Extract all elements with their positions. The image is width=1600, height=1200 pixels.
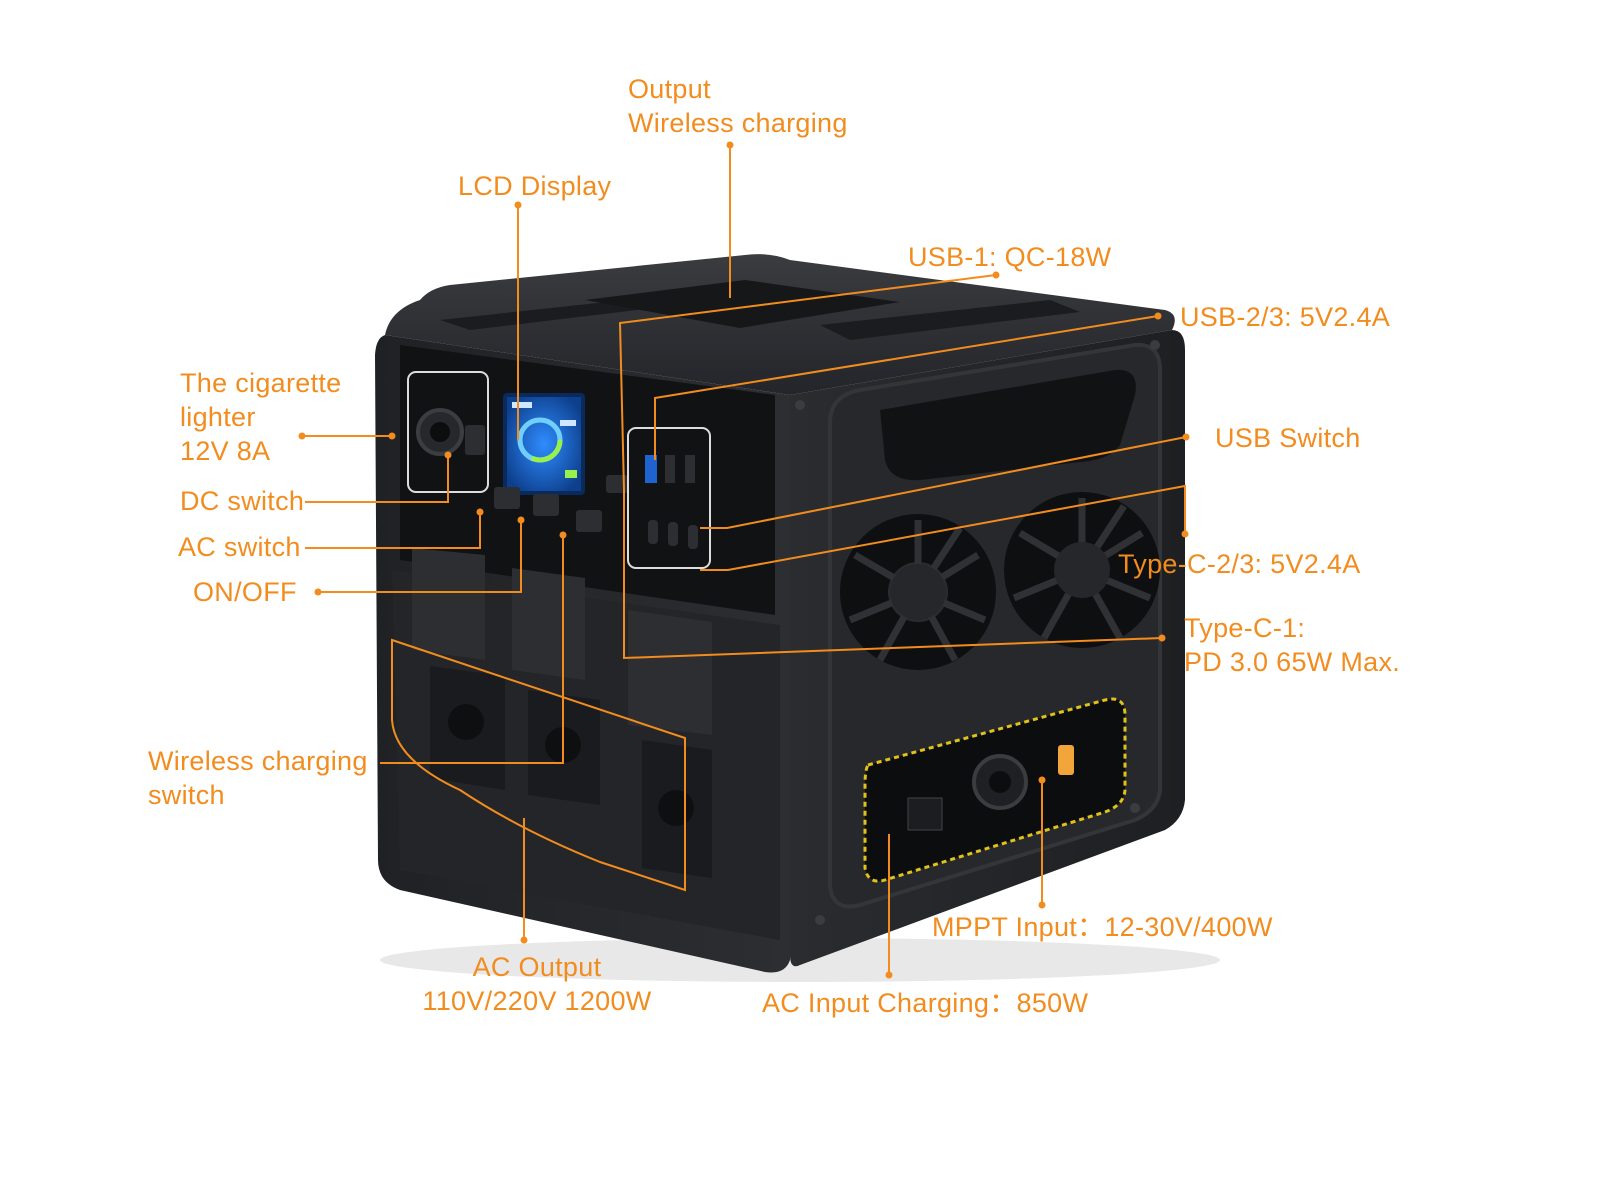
label-ac-output-line1: AC Output <box>472 952 602 982</box>
label-type-c-23: Type-C-2/3: 5V2.4A <box>1118 549 1361 579</box>
wireless-switch-button <box>576 510 602 532</box>
usb-switch-button <box>606 475 628 493</box>
label-lcd-display: LCD Display <box>458 171 612 201</box>
screws <box>795 340 1160 925</box>
leader-dots <box>298 141 1190 979</box>
fuse-indicator <box>1058 745 1074 775</box>
label-usb1: USB-1: QC-18W <box>908 242 1112 272</box>
label-output-wireless: Output Wireless charging <box>628 72 848 140</box>
usb-port-icon <box>627 427 711 569</box>
label-usb-switch: USB Switch <box>1215 423 1361 453</box>
label-cigarette-line2: lighter <box>180 402 256 432</box>
label-cigarette-line3: 12V 8A <box>180 436 271 466</box>
side-handle <box>880 369 1136 481</box>
wireless-pad <box>585 280 900 328</box>
label-ac-input: AC Input Charging：850W <box>762 988 1089 1018</box>
label-ac-switch: AC switch <box>178 532 301 562</box>
dc-switch-button <box>494 487 520 509</box>
cooling-fan-icon <box>840 514 996 670</box>
label-type-c-1: Type-C-1: PD 3.0 65W Max. <box>1184 611 1400 679</box>
leader-lines <box>302 145 1187 975</box>
label-wireless-switch-line2: switch <box>148 780 225 810</box>
device-top <box>385 254 1175 395</box>
label-mppt-input: MPPT Input：12-30V/400W <box>932 912 1273 942</box>
label-cigarette: The cigarette lighter 12V 8A <box>180 366 341 468</box>
power-button-icon <box>533 494 559 516</box>
label-ac-output: AC Output 110V/220V 1200W <box>412 950 662 1018</box>
cigarette-socket-icon <box>407 371 489 493</box>
ac-output-highlight <box>391 638 686 892</box>
lcd-screen-icon <box>503 393 585 495</box>
label-output-wireless-line2: Wireless charging <box>628 108 848 138</box>
label-type-c-1-line1: Type-C-1: <box>1184 613 1306 643</box>
ac-outlet-icon <box>412 548 505 790</box>
label-type-c-1-line2: PD 3.0 65W Max. <box>1184 647 1401 677</box>
label-wireless-switch: Wireless charging switch <box>148 744 368 812</box>
label-ac-output-line2: 110V/220V 1200W <box>422 986 652 1016</box>
top-handle-recess-2 <box>820 300 1080 340</box>
ac-input-port <box>907 797 943 831</box>
cooling-fan-icon <box>1004 492 1160 648</box>
label-dc-switch: DC switch <box>180 486 305 516</box>
label-cigarette-line1: The cigarette <box>180 368 342 398</box>
label-on-off: ON/OFF <box>193 577 297 607</box>
type-c-port-icon <box>648 520 698 549</box>
label-usb23: USB-2/3: 5V2.4A <box>1180 302 1391 332</box>
label-output-wireless-line1: Output <box>628 74 711 104</box>
label-wireless-switch-line1: Wireless charging <box>148 746 368 776</box>
